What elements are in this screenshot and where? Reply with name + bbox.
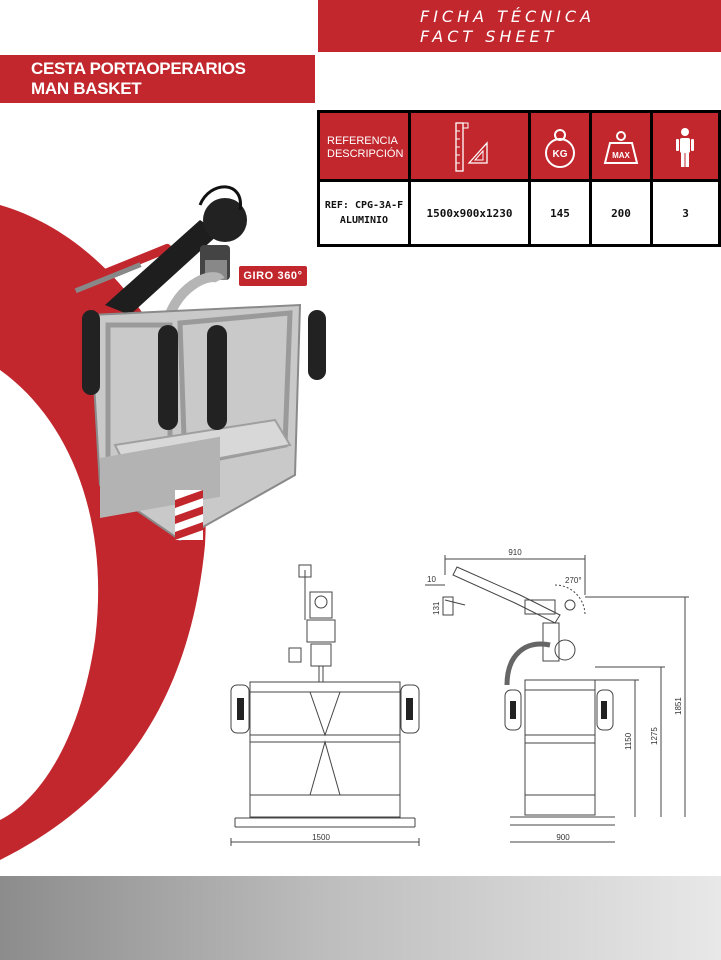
value-cell-reference: REF: CPG-3A-F ALUMINIO [320,182,408,244]
arm-boom [105,220,220,315]
height-mid-label: 1275 [650,727,659,745]
spec-table: REFERENCIA DESCRIPCIÓN KG MAX [317,110,721,247]
header-cell-dimensions [411,113,528,179]
header-cell-persons [653,113,718,179]
front-view-drawing: 1500 [230,564,420,846]
bumper-mid-2 [207,325,227,430]
reference-label: REFERENCIA [327,135,398,147]
description-label: DESCRIPCIÓN [327,148,404,160]
height-basket-label: 1150 [624,732,633,750]
footer-gradient-bar [0,876,721,960]
product-photo [68,185,326,542]
side-width-label: 900 [556,833,570,842]
value-cell-max-load: 200 [592,182,650,244]
rotation-badge: GIRO 360° [239,266,307,286]
bumper-mid-1 [158,325,178,430]
side-reach-label: 910 [508,548,522,557]
value-cell-dimensions: 1500x900x1230 [411,182,528,244]
height-total-label: 1851 [674,697,683,715]
svg-text:KG: KG [553,149,568,160]
description-value: ALUMINIO [339,215,389,226]
header-cell-max-load: MAX [592,113,650,179]
front-width-label: 1500 [312,833,330,842]
side-offset-label: 10 [427,575,436,584]
header-cell-reference: REFERENCIA DESCRIPCIÓN [320,113,408,179]
header-title-en: FACT SHEET [420,27,558,46]
rotator-head [203,198,247,242]
side-small-label: 131 [432,601,441,615]
side-angle-label: 270° [565,576,582,585]
max-load-icon: MAX [603,131,639,164]
header-banner: FICHA TÉCNICA FACT SHEET [318,0,721,52]
side-view-drawing: 910 10 131 270° 900 1150 1275 1851 [425,548,689,843]
bumper-left [82,310,100,395]
dimensions-icon [455,122,488,172]
reference-value: REF: CPG-3A-F [324,200,404,211]
product-name-es: CESTA PORTAOPERARIOS [31,59,246,78]
product-title-banner: CESTA PORTAOPERARIOS MAN BASKET [0,55,315,103]
value-cell-persons: 3 [653,182,718,244]
svg-text:MAX: MAX [612,151,630,160]
product-name-en: MAN BASKET [31,79,142,98]
bumper-right [308,310,326,380]
header-title-es: FICHA TÉCNICA [420,7,596,26]
hydraulic-cylinder [68,243,172,292]
white-swoosh-cut [0,370,99,820]
value-cell-weight: 145 [531,182,589,244]
weight-kg-icon: KG [545,129,575,168]
header-cell-weight: KG [531,113,589,179]
person-icon [676,128,694,167]
